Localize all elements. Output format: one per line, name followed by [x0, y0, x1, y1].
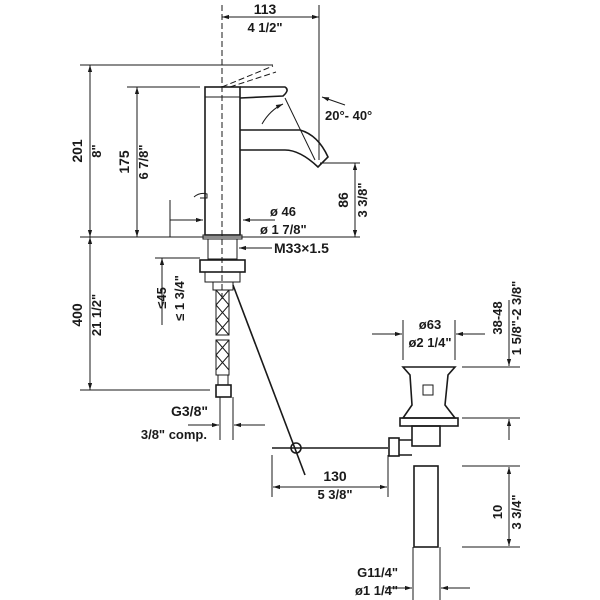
body-diameter-mm: ø 46 [270, 204, 296, 219]
drain-clamp-inch: 1 5/8"-2 3/8" [509, 281, 524, 355]
body-diameter-inch: ø 1 7/8" [260, 222, 307, 237]
hose-connection-comp: 3/8" comp. [141, 427, 207, 442]
supply-hose [215, 289, 234, 440]
pull-rod [232, 284, 388, 476]
hose-connection-thread: G3/8" [171, 403, 208, 419]
rod-length-mm: 130 [323, 468, 347, 484]
counter-thickness-inch: ≤ 1 3/4" [172, 275, 187, 321]
spout-height-mm: 86 [335, 192, 351, 208]
spout-reach-inch: 4 1/2" [247, 20, 282, 35]
rod-length-inch: 5 3/8" [317, 487, 352, 502]
drain-clamp-mm: 38-48 [490, 301, 505, 334]
pop-up-drain [388, 366, 459, 600]
total-height-mm: 201 [69, 139, 85, 163]
lever-angle: 20°- 40° [325, 108, 372, 123]
dimension-lines [80, 5, 520, 591]
total-height-inch: 8" [89, 144, 104, 157]
hose-length-mm: 400 [69, 303, 85, 327]
faucet-body [193, 65, 329, 291]
spout-reach-mm: 113 [254, 1, 277, 17]
drain-flange-mm: ø63 [419, 317, 441, 332]
hose-length-inch: 21 1/2" [89, 294, 104, 336]
body-height-mm: 175 [116, 150, 132, 174]
drain-pipe-mm: 10 [490, 505, 505, 519]
drain-flange-inch: ø2 1/4" [408, 335, 451, 350]
body-height-inch: 6 7/8" [136, 144, 151, 179]
counter-thickness-mm: ≤45 [154, 287, 169, 309]
spout-height-inch: 3 3/8" [355, 182, 370, 217]
drain-pipe-inch: 3 3/4" [509, 494, 524, 529]
drain-outlet-diameter: ø1 1/4" [355, 583, 398, 598]
drain-outlet-thread: G11/4" [357, 565, 398, 580]
thread-spec: M33×1.5 [274, 240, 329, 256]
